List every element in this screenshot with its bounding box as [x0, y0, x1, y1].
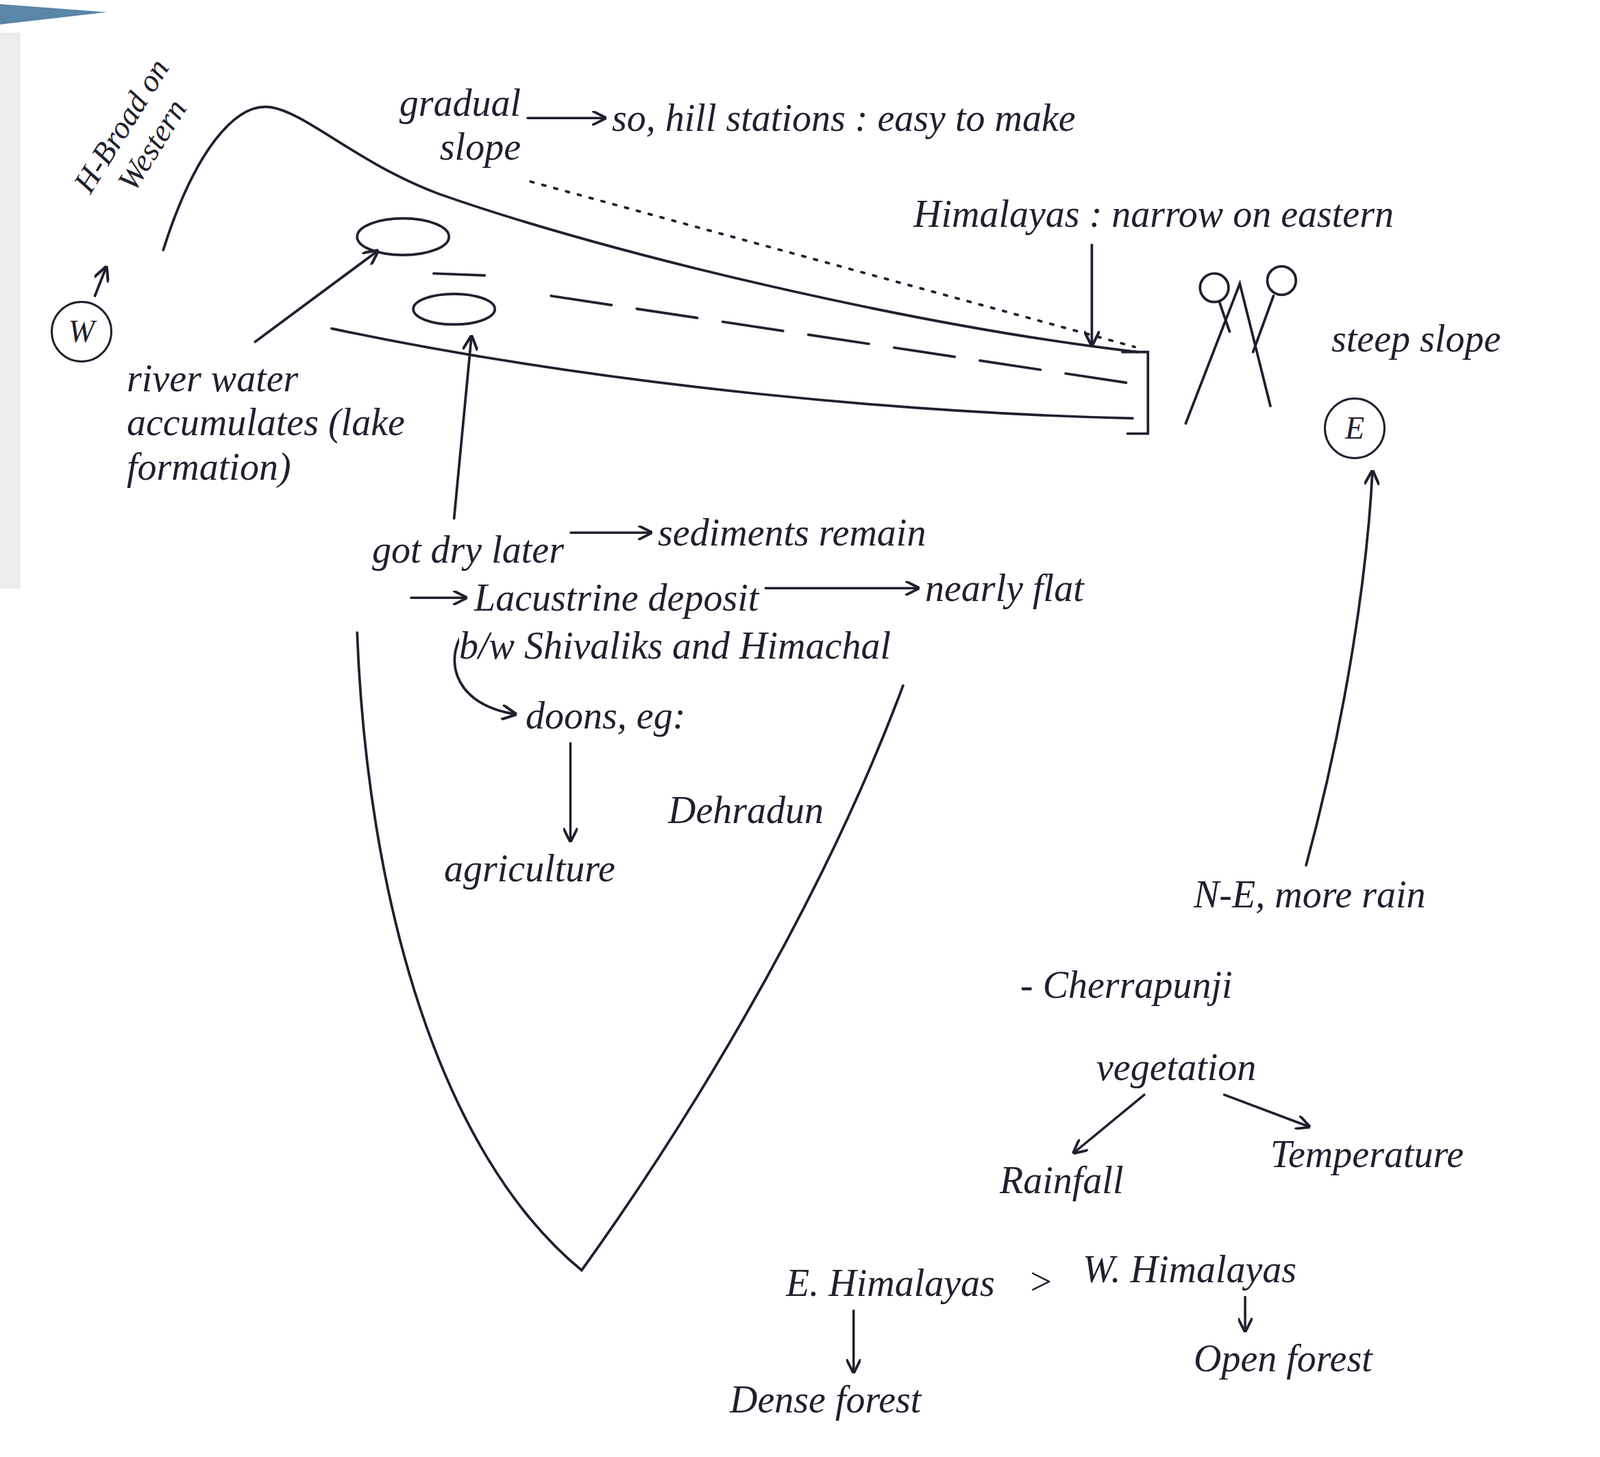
note-block: Temperature: [1270, 1131, 1464, 1176]
note-text: W. Himalayas: [1082, 1247, 1297, 1291]
arrow: [254, 250, 378, 342]
note-arrow: [1224, 1094, 1310, 1127]
note-text: nearly flat: [925, 566, 1085, 610]
note-text: Dense forest: [729, 1377, 921, 1421]
arrow: [94, 267, 106, 297]
scan-mark: [0, 4, 107, 25]
note-arrow: [852, 1310, 856, 1372]
comparison-sign: >: [1027, 1260, 1054, 1303]
note-block: vegetation: [1096, 1044, 1257, 1089]
note-arrow: [527, 116, 606, 120]
note-block: so, hill stations : easy to make: [611, 95, 1076, 140]
arrow: [1090, 244, 1094, 345]
note-text: so, hill stations : easy to make: [611, 96, 1076, 140]
note-block: Dense forest: [729, 1377, 921, 1422]
note-text: vegetation: [1096, 1045, 1257, 1089]
note-block: Lacustrine deposit: [474, 575, 759, 620]
tree-canopy: [1199, 273, 1229, 303]
note-text: N-E, more rain: [1193, 872, 1426, 916]
note-text: b/w Shivaliks and Himachal: [459, 624, 891, 667]
himalaya-range-line: [433, 273, 485, 276]
note-block: W. Himalayas: [1082, 1247, 1297, 1291]
note-text: doons, eg:: [525, 694, 686, 737]
note-text: Dehradun: [668, 788, 824, 832]
rotated-note: H-Broad on Western: [66, 52, 194, 199]
note-block: agriculture: [444, 846, 616, 891]
note-block: got dry later: [372, 527, 564, 572]
tree-stem: [1253, 296, 1274, 353]
tree-stem: [1219, 302, 1230, 332]
note-text: river water accumulates (lake formation): [126, 357, 405, 488]
bracket: [1122, 352, 1148, 434]
himalaya-range-line: [550, 296, 1133, 384]
note-block: Rainfall: [999, 1158, 1124, 1202]
note-block: b/w Shivaliks and Himachal: [459, 623, 891, 668]
arrow: [1306, 471, 1373, 866]
himalaya-range-line: [331, 328, 1133, 418]
note-text: sediments remain: [657, 511, 926, 554]
note-text: - Cherrapunji: [1020, 963, 1233, 1006]
note-block: gradual slope: [335, 80, 521, 170]
note-block: steep slope: [1331, 316, 1501, 361]
note-text: E. Himalayas: [785, 1261, 995, 1304]
note-block: Dehradun: [668, 788, 824, 832]
circled-letter: W: [50, 300, 113, 363]
direction-letter: E: [1345, 411, 1365, 447]
note-text: Temperature: [1270, 1132, 1464, 1176]
note-block: sediments remain: [657, 510, 926, 555]
note-arrow: [765, 586, 919, 590]
note-block: river water accumulates (lake formation): [126, 356, 449, 489]
note-block: Himalayas : narrow on eastern: [913, 191, 1394, 236]
arrow: [454, 336, 472, 519]
lake-ellipse: [357, 218, 449, 256]
note-block: doons, eg:: [525, 693, 686, 738]
lake-ellipse: [413, 293, 495, 325]
note-arrow: [1243, 1296, 1247, 1331]
circled-letter: E: [1323, 397, 1386, 460]
note-arrow: [570, 531, 651, 534]
tree-canopy: [1267, 266, 1297, 296]
peninsula-outline: [357, 632, 904, 1270]
note-text: gradual slope: [399, 81, 521, 168]
note-block: E. Himalayas: [785, 1260, 995, 1305]
note-text: Rainfall: [999, 1158, 1124, 1202]
note-block: - Cherrapunji: [1020, 962, 1233, 1007]
note-block: N-E, more rain: [1193, 872, 1426, 917]
note-block: nearly flat: [925, 565, 1085, 610]
note-block: Open forest: [1193, 1336, 1373, 1381]
note-text: Lacustrine deposit: [474, 576, 759, 619]
note-arrow: [569, 742, 573, 841]
note-text: got dry later: [372, 528, 564, 571]
note-block: >: [1027, 1259, 1054, 1304]
note-block: H-Broad on Western: [58, 41, 215, 231]
scan-edge: [0, 32, 21, 589]
note-text: Himalayas : narrow on eastern: [913, 192, 1394, 236]
direction-letter: W: [68, 314, 95, 350]
note-text: steep slope: [1331, 317, 1501, 360]
steep-mountain: [1185, 283, 1271, 424]
note-text: Open forest: [1193, 1336, 1373, 1380]
note-arrow: [1073, 1094, 1145, 1153]
note-text: agriculture: [444, 846, 616, 890]
note-arrow: [411, 596, 466, 599]
